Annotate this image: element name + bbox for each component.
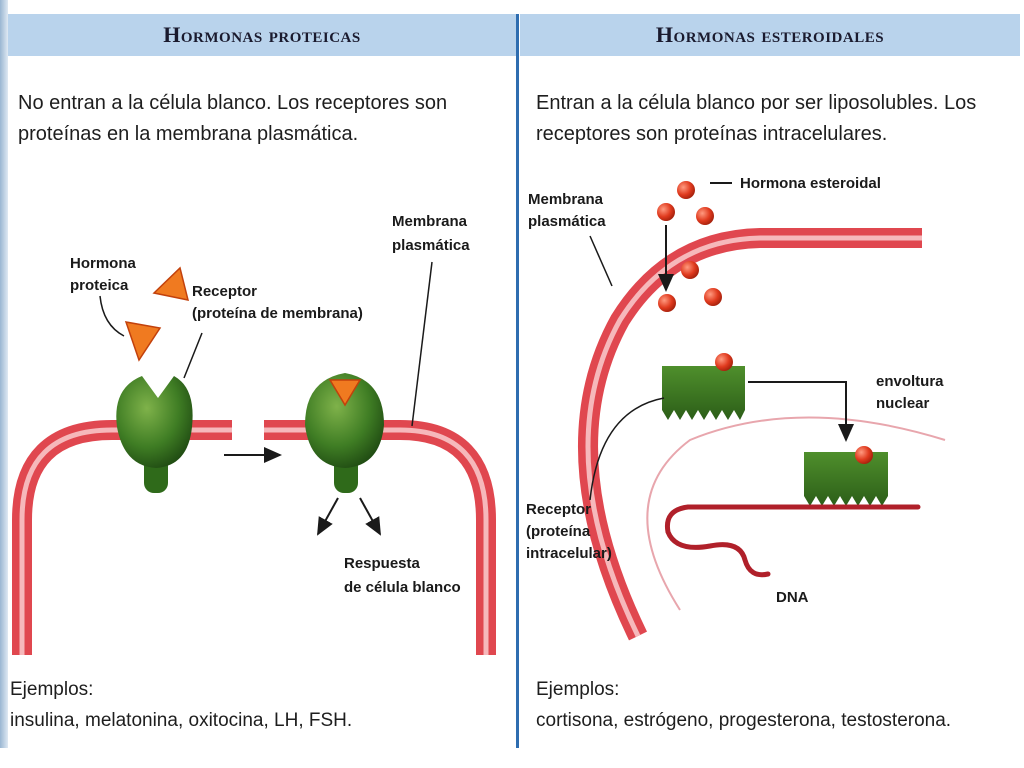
response-arrow — [317, 497, 339, 536]
right-panel-intro: Entran a la célula blanco por ser liposo… — [536, 92, 977, 145]
label-receptor-line2: (proteína de membrana) — [192, 305, 363, 322]
protein-hormone-icon — [124, 321, 162, 362]
label-membrane-line1: Membrana — [392, 213, 468, 230]
membrane-receptor-bound — [305, 373, 384, 493]
steroid-hormone-icon — [704, 288, 722, 306]
steroid-hormones — [657, 181, 722, 312]
label-receptor-line1: Receptor — [192, 283, 257, 300]
left-panel-header: Hormonas proteicas — [8, 14, 516, 56]
label-envelope-line1: envoltura — [876, 373, 944, 390]
steroid-hormone-icon — [677, 181, 695, 199]
receptor-dna-complex — [804, 446, 888, 506]
left-examples-list: insulina, melatonina, oxitocina, LH, FSH… — [10, 710, 353, 731]
label-membrane-line1: Membrana — [528, 191, 604, 208]
bottom-margin — [0, 748, 1024, 768]
bound-steroid-icon — [855, 446, 873, 464]
left-panel-intro: No entran a la célula blanco. Los recept… — [18, 92, 448, 145]
steroid-hormone-icon — [696, 207, 714, 225]
right-panel-title: Hormonas esteroidales — [655, 22, 885, 47]
membrane-receptor-empty — [116, 376, 193, 493]
panel-divider — [516, 14, 519, 748]
label-dna: DNA — [776, 589, 809, 606]
label-membrane-line2: plasmática — [392, 237, 470, 254]
left-panel-title: Hormonas proteicas — [163, 22, 361, 47]
protein-hormone-icon — [152, 266, 190, 301]
steroid-hormone-icon — [658, 294, 676, 312]
label-receptor-line2: (proteína — [526, 523, 591, 540]
right-panel-header: Hormonas esteroidales — [520, 14, 1020, 56]
left-membrane — [12, 420, 496, 655]
page-edge-shadow — [0, 0, 8, 768]
bound-hormone-icon — [328, 379, 362, 407]
nuclear-envelope — [646, 416, 946, 611]
dna-strand — [664, 504, 921, 578]
label-response-line1: Respuesta — [344, 555, 421, 572]
steroid-hormone-icon — [681, 261, 699, 279]
label-response-line2: de célula blanco — [344, 579, 461, 596]
label-hormone-line2: proteica — [70, 277, 129, 294]
right-examples: Ejemplos: cortisona, estrógeno, progeste… — [536, 674, 1016, 736]
right-membrane — [578, 228, 922, 641]
response-arrow — [359, 497, 381, 536]
label-envelope-line2: nuclear — [876, 395, 930, 412]
left-examples: Ejemplos: insulina, melatonina, oxitocin… — [10, 674, 510, 736]
right-examples-heading: Ejemplos: — [536, 679, 620, 700]
right-examples-list: cortisona, estrógeno, progesterona, test… — [536, 710, 952, 731]
label-membrane-line2: plasmática — [528, 213, 606, 230]
label-hormone-line1: Hormona — [70, 255, 136, 272]
label-receptor-line1: Receptor — [526, 501, 591, 518]
label-receptor-line3: intracelular) — [526, 545, 612, 562]
steroid-hormone-icon — [657, 203, 675, 221]
bound-steroid-icon — [715, 353, 733, 371]
translocation-arrow — [748, 381, 854, 442]
label-steroid-hormone: Hormona esteroidal — [740, 175, 881, 192]
left-examples-heading: Ejemplos: — [10, 679, 94, 700]
intracellular-receptor — [662, 353, 745, 420]
